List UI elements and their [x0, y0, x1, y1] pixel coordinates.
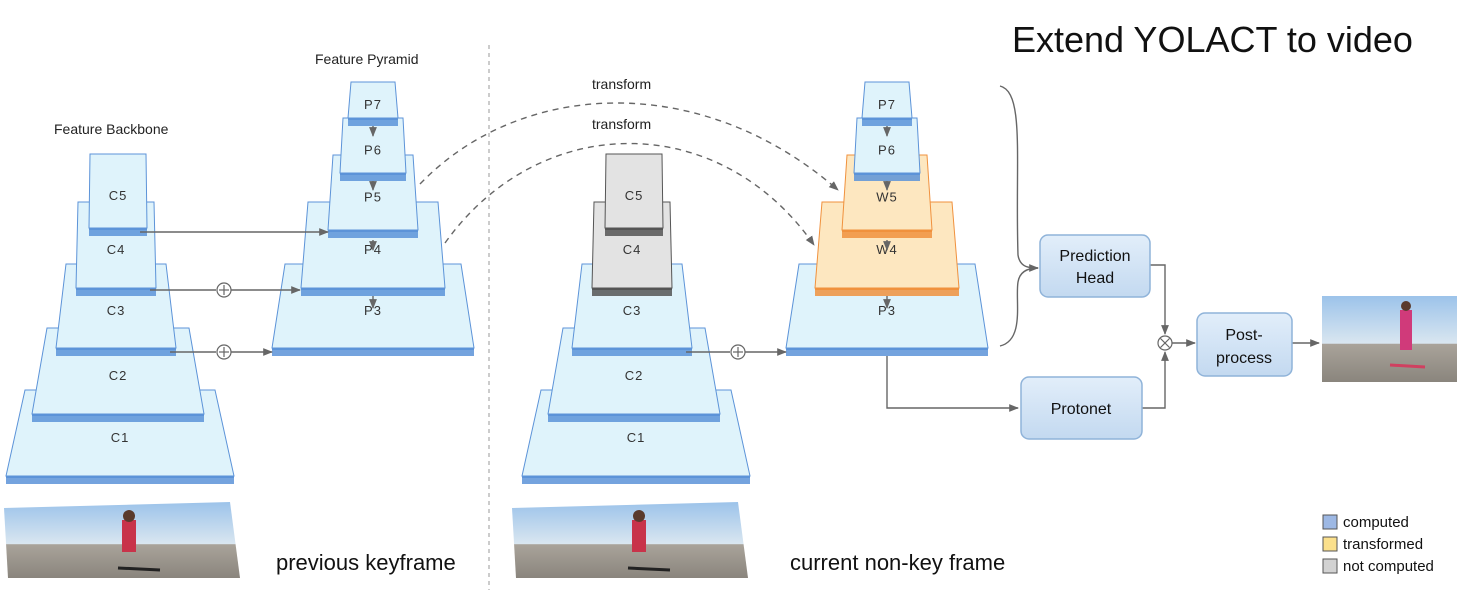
right-backbone-c3-label: C3	[623, 303, 642, 318]
legend-label-2: not computed	[1343, 558, 1434, 575]
right-backbone-c4-label: C4	[623, 242, 642, 257]
right-c3-plus-node	[730, 344, 746, 360]
left-backbone-c2-label: C2	[109, 368, 128, 383]
caption-previous-keyframe: previous keyframe	[276, 550, 456, 575]
left-pyramid-p5-label: P5	[364, 190, 382, 205]
slide-title: Extend YOLACT to video	[1012, 19, 1413, 60]
transform-label-2: transform	[592, 116, 651, 132]
prediction-head-label-1: Prediction	[1059, 248, 1130, 265]
protonet-label: Protonet	[1051, 401, 1112, 418]
legend: computed transformed not computed	[1322, 514, 1434, 575]
left-pyramid-p6: P6	[339, 117, 407, 181]
right-backbone-c2-label: C2	[625, 368, 644, 383]
prediction-head-box: Prediction Head	[1039, 234, 1151, 298]
postprocess-box: Post- process	[1196, 312, 1293, 377]
protonet-to-product-arrow	[1142, 351, 1169, 409]
brace-top	[999, 85, 1039, 272]
left-backbone-c1-label: C1	[111, 430, 130, 445]
c4-plus-node	[216, 282, 232, 298]
left-backbone-c5-label: C5	[109, 188, 128, 203]
legend-label-0: computed	[1343, 514, 1409, 531]
p3-to-protonet-arrow	[886, 356, 1019, 412]
brace-bottom	[999, 267, 1039, 347]
right-backbone-c5: C5	[604, 153, 664, 236]
left-backbone-c4-label: C4	[107, 242, 126, 257]
nonkey-photo	[512, 502, 748, 578]
output-photo	[1322, 296, 1457, 382]
right-pyramid-p7-label: P7	[878, 97, 896, 112]
left-backbone-c3-label: C3	[107, 303, 126, 318]
legend-label-1: transformed	[1343, 536, 1423, 553]
left-pyramid-p6-label: P6	[364, 143, 382, 158]
transform-label-1: transform	[592, 76, 651, 92]
postprocess-label-1: Post-	[1225, 327, 1262, 344]
transform-curve-p5-w5	[419, 102, 839, 191]
legend-swatch-1	[1322, 536, 1338, 552]
protonet-box: Protonet	[1020, 376, 1143, 440]
left-backbone-c5: C5	[88, 153, 148, 236]
keyframe-photo	[4, 502, 240, 578]
caption-current-nonkey: current non-key frame	[790, 550, 1005, 575]
legend-swatch-0	[1322, 514, 1338, 530]
legend-swatch-2	[1322, 558, 1338, 574]
right-pyramid-p7: P7	[861, 81, 913, 126]
right-backbone-c5-label: C5	[625, 188, 644, 203]
product-node	[1157, 335, 1173, 351]
backbone-title: Feature Backbone	[54, 121, 169, 137]
left-pyramid-p7: P7	[347, 81, 399, 126]
right-backbone-c1-label: C1	[627, 430, 646, 445]
prediction-to-product-arrow	[1150, 264, 1169, 335]
prediction-head-label-2: Head	[1076, 270, 1114, 287]
connections	[140, 85, 1320, 412]
postprocess-label-2: process	[1216, 350, 1272, 367]
c3-plus-node	[216, 344, 232, 360]
right-pyramid-p6-label: P6	[878, 143, 896, 158]
right-pyramid-w5-label: W5	[876, 190, 898, 205]
left-pyramid-p7-label: P7	[364, 97, 382, 112]
pyramid-title: Feature Pyramid	[315, 51, 418, 67]
